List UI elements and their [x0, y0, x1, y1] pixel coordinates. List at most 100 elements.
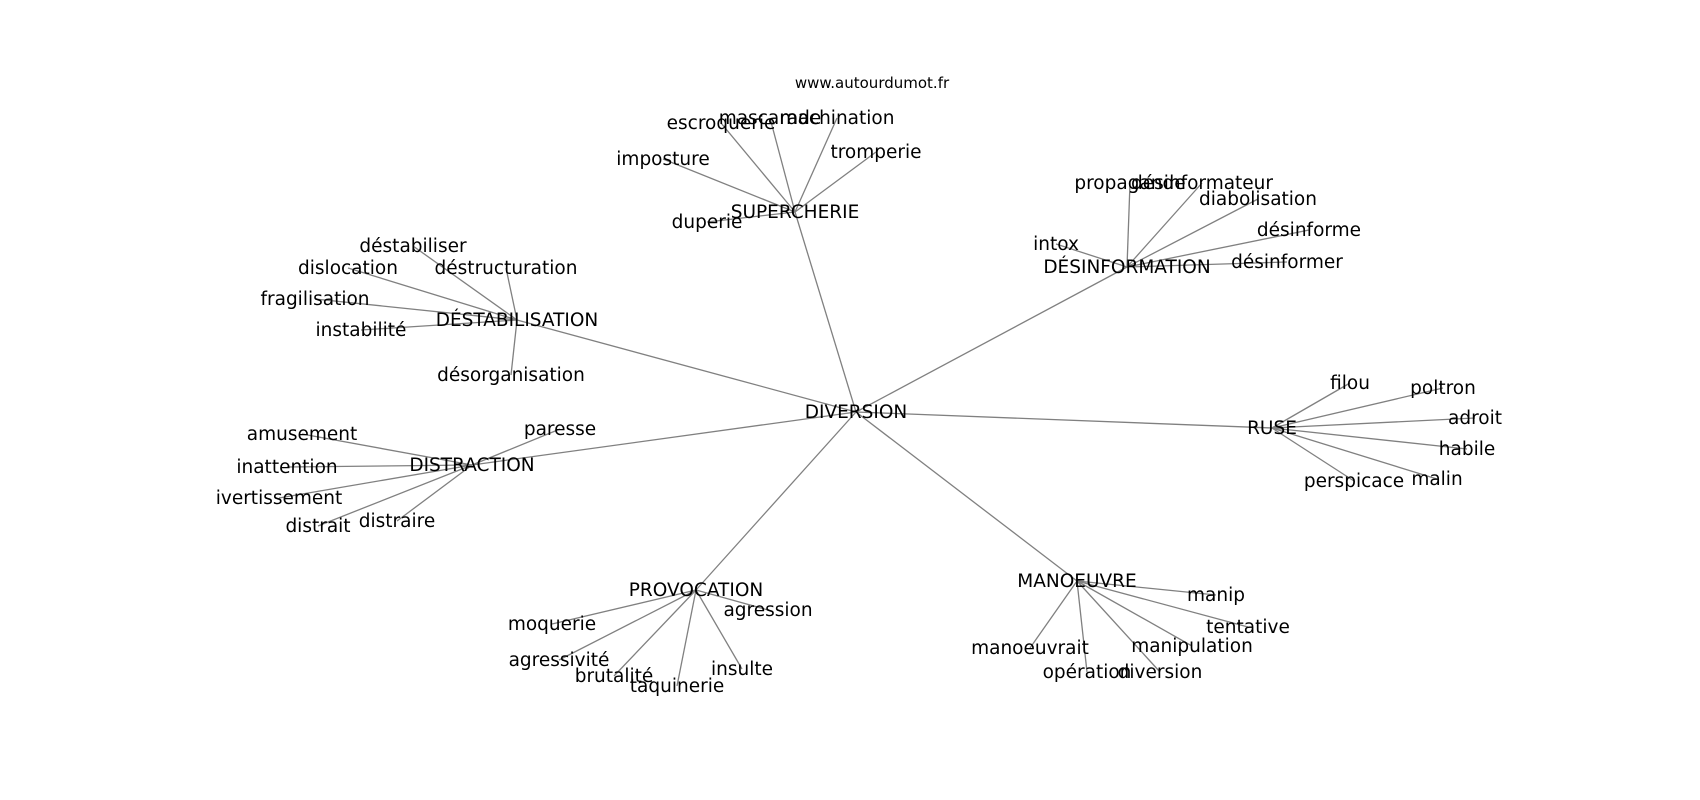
edge-distraction-leaf	[286, 464, 473, 468]
edge-center-manoeuvre	[855, 411, 1078, 582]
edge-supercherie-leaf	[706, 211, 796, 223]
leaf-label-manoeuvre: diversion	[1118, 662, 1203, 683]
edge-desinformation-leaf	[1126, 198, 1259, 268]
leaf-label-distraction: amusement	[247, 424, 358, 445]
leaf-label-desinformation: intox	[1033, 234, 1079, 255]
leaf-label-desinformation: désinformer	[1231, 252, 1343, 273]
leaf-label-provocation: agression	[723, 600, 812, 621]
edge-distraction-leaf	[301, 433, 473, 466]
leaf-label-desinformation: diabolisation	[1199, 189, 1317, 210]
leaf-label-provocation: moquerie	[508, 614, 596, 635]
edge-center-provocation	[695, 411, 857, 591]
edge-manoeuvre-leaf	[1029, 580, 1078, 649]
leaf-label-distraction: paresse	[524, 419, 596, 440]
edge-center-distraction	[471, 411, 857, 466]
leaf-label-destabilisation: déstabiliser	[359, 236, 467, 257]
edge-distraction-leaf	[278, 464, 473, 499]
edge-manoeuvre-leaf	[1076, 580, 1249, 628]
hub-label-desinformation: DÉSINFORMATION	[1043, 256, 1210, 278]
edge-provocation-leaf	[695, 589, 769, 611]
edge-ruse-leaf	[1271, 427, 1468, 450]
leaf-label-supercherie: machination	[780, 108, 895, 129]
leaf-label-destabilisation: désorganisation	[437, 365, 585, 386]
leaf-label-desinformation: désinformateur	[1131, 173, 1273, 194]
edge-desinformation-leaf	[1126, 229, 1310, 268]
hub-label-distraction: DISTRACTION	[409, 455, 534, 476]
leaf-label-provocation: agressivité	[509, 650, 610, 671]
edge-supercherie-leaf	[794, 117, 838, 213]
edge-manoeuvre-leaf	[1076, 580, 1161, 673]
leaf-label-supercherie: mascarade	[719, 108, 822, 129]
edge-provocation-leaf	[613, 589, 697, 677]
edge-center-desinformation	[855, 266, 1128, 413]
leaf-label-manoeuvre: manoeuvrait	[971, 638, 1089, 659]
leaf-label-ruse: perspicace	[1304, 471, 1404, 492]
edge-provocation-leaf	[551, 589, 697, 625]
leaf-label-ruse: habile	[1439, 439, 1495, 460]
leaf-label-destabilisation: fragilisation	[260, 289, 369, 310]
edge-destabilisation-leaf	[412, 245, 518, 321]
edge-desinformation-leaf	[1126, 182, 1203, 268]
leaf-label-desinformation: désinforme	[1257, 220, 1361, 241]
leaf-label-ruse: adroit	[1448, 408, 1502, 429]
edge-supercherie-leaf	[794, 151, 877, 213]
edge-destabilisation-leaf	[314, 298, 518, 321]
leaf-label-manoeuvre: manipulation	[1131, 636, 1253, 657]
leaf-label-manoeuvre: opération	[1043, 662, 1132, 683]
edge-manoeuvre-leaf	[1076, 580, 1217, 596]
edges-layer	[278, 117, 1476, 687]
edge-provocation-leaf	[676, 589, 697, 687]
hub-label-ruse: RUSE	[1247, 418, 1297, 439]
edge-provocation-leaf	[695, 589, 743, 670]
leaf-label-ruse: malin	[1411, 469, 1462, 490]
leaf-label-provocation: brutalité	[575, 666, 654, 687]
edge-provocation-leaf	[558, 589, 697, 661]
edge-distraction-leaf	[317, 464, 473, 527]
leaf-label-ruse: filou	[1330, 373, 1370, 394]
labels-layer: www.autourdumot.fr DIVERSION escroquerie…	[216, 74, 1502, 697]
leaf-label-provocation: taquinerie	[630, 676, 724, 697]
edge-ruse-leaf	[1271, 427, 1438, 480]
leaf-label-destabilisation: dislocation	[298, 258, 398, 279]
edge-ruse-leaf	[1271, 382, 1351, 429]
leaf-label-supercherie: tromperie	[830, 142, 921, 163]
leaf-label-manoeuvre: manip	[1187, 585, 1245, 606]
leaf-label-ruse: poltron	[1410, 378, 1476, 399]
hub-label-destabilisation: DÉSTABILISATION	[436, 309, 599, 331]
leaf-label-distraction: distrait	[285, 516, 350, 537]
edge-destabilisation-leaf	[347, 267, 518, 321]
center-node-label: DIVERSION	[805, 402, 908, 423]
edge-supercherie-leaf	[662, 158, 796, 213]
leaf-label-provocation: insulte	[711, 659, 773, 680]
edge-center-destabilisation	[516, 319, 857, 413]
edge-supercherie-leaf	[769, 117, 796, 213]
edge-distraction-leaf	[396, 464, 473, 522]
leaf-label-distraction: inattention	[236, 457, 337, 478]
hub-label-supercherie: SUPERCHERIE	[731, 202, 860, 223]
edge-destabilisation-leaf	[505, 267, 518, 321]
edge-ruse-leaf	[1271, 387, 1444, 429]
edge-destabilisation-leaf	[360, 319, 518, 331]
edge-destabilisation-leaf	[510, 319, 518, 376]
edge-distraction-leaf	[471, 428, 561, 466]
leaf-label-destabilisation: instabilité	[316, 320, 407, 341]
edge-manoeuvre-leaf	[1076, 580, 1088, 673]
edge-center-ruse	[855, 411, 1273, 429]
edge-manoeuvre-leaf	[1076, 580, 1193, 647]
edge-ruse-leaf	[1271, 427, 1355, 482]
leaf-label-supercherie: duperie	[672, 212, 743, 233]
edge-desinformation-leaf	[1055, 243, 1128, 268]
hub-label-manoeuvre: MANOEUVRE	[1017, 571, 1136, 592]
leaf-label-distraction: distraire	[359, 511, 435, 532]
edge-desinformation-leaf	[1126, 261, 1288, 268]
leaf-label-desinformation: propagande	[1074, 173, 1185, 194]
leaf-label-manoeuvre: tentative	[1206, 617, 1290, 638]
edge-supercherie-leaf	[720, 122, 796, 213]
edge-center-supercherie	[794, 211, 857, 413]
leaf-label-destabilisation: déstructuration	[435, 258, 578, 279]
leaf-label-distraction: ivertissement	[216, 488, 343, 509]
leaf-label-supercherie: imposture	[616, 149, 709, 170]
edge-ruse-leaf	[1271, 417, 1476, 429]
hub-label-provocation: PROVOCATION	[629, 580, 763, 601]
